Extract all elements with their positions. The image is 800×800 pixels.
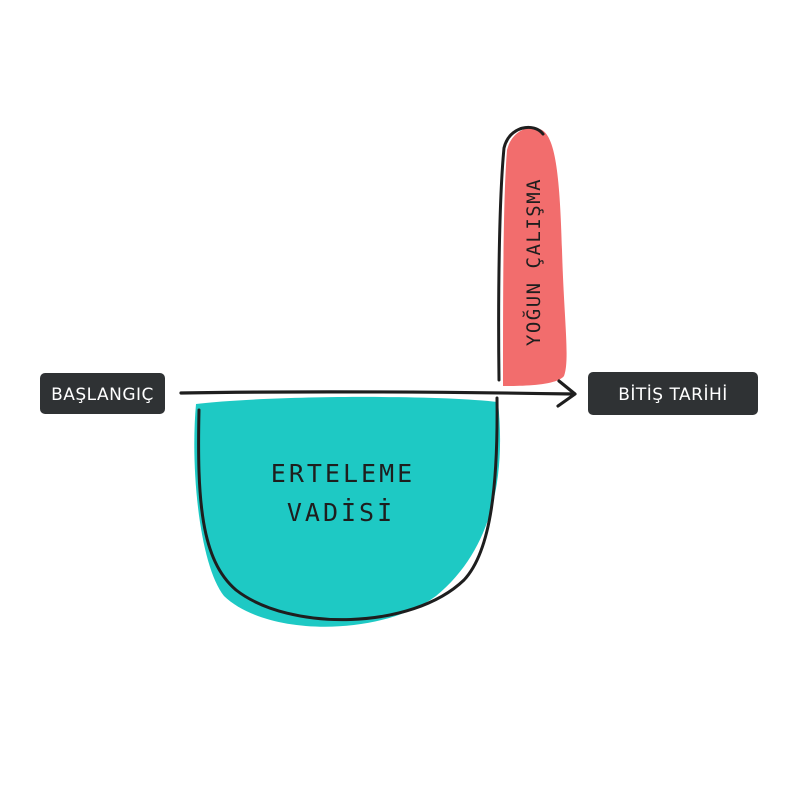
timeline-line bbox=[179, 390, 576, 396]
arrow-right-icon bbox=[179, 379, 577, 408]
valley-label-line2: VADİSİ bbox=[287, 498, 395, 527]
spike-fill bbox=[503, 127, 567, 387]
start-label-text: BAŞLANGIÇ bbox=[51, 385, 154, 405]
spike-outline bbox=[497, 125, 545, 382]
end-label-text: BİTİŞ TARİHİ bbox=[618, 384, 728, 405]
end-label: BİTİŞ TARİHİ bbox=[588, 372, 758, 415]
start-label-chip bbox=[40, 373, 165, 414]
valley-fill bbox=[194, 396, 501, 627]
end-label-chip bbox=[588, 372, 758, 415]
crunch-spike: YOĞUN ÇALIŞMA bbox=[497, 125, 567, 387]
spike-label: YOĞUN ÇALIŞMA bbox=[521, 178, 545, 346]
valley-label-line1: ERTELEME bbox=[271, 459, 415, 488]
timeline-arrowhead bbox=[556, 379, 577, 408]
valley-outline bbox=[197, 396, 499, 622]
start-label: BAŞLANGIÇ bbox=[40, 373, 165, 414]
procrastination-valley: ERTELEME VADİSİ bbox=[194, 396, 501, 627]
